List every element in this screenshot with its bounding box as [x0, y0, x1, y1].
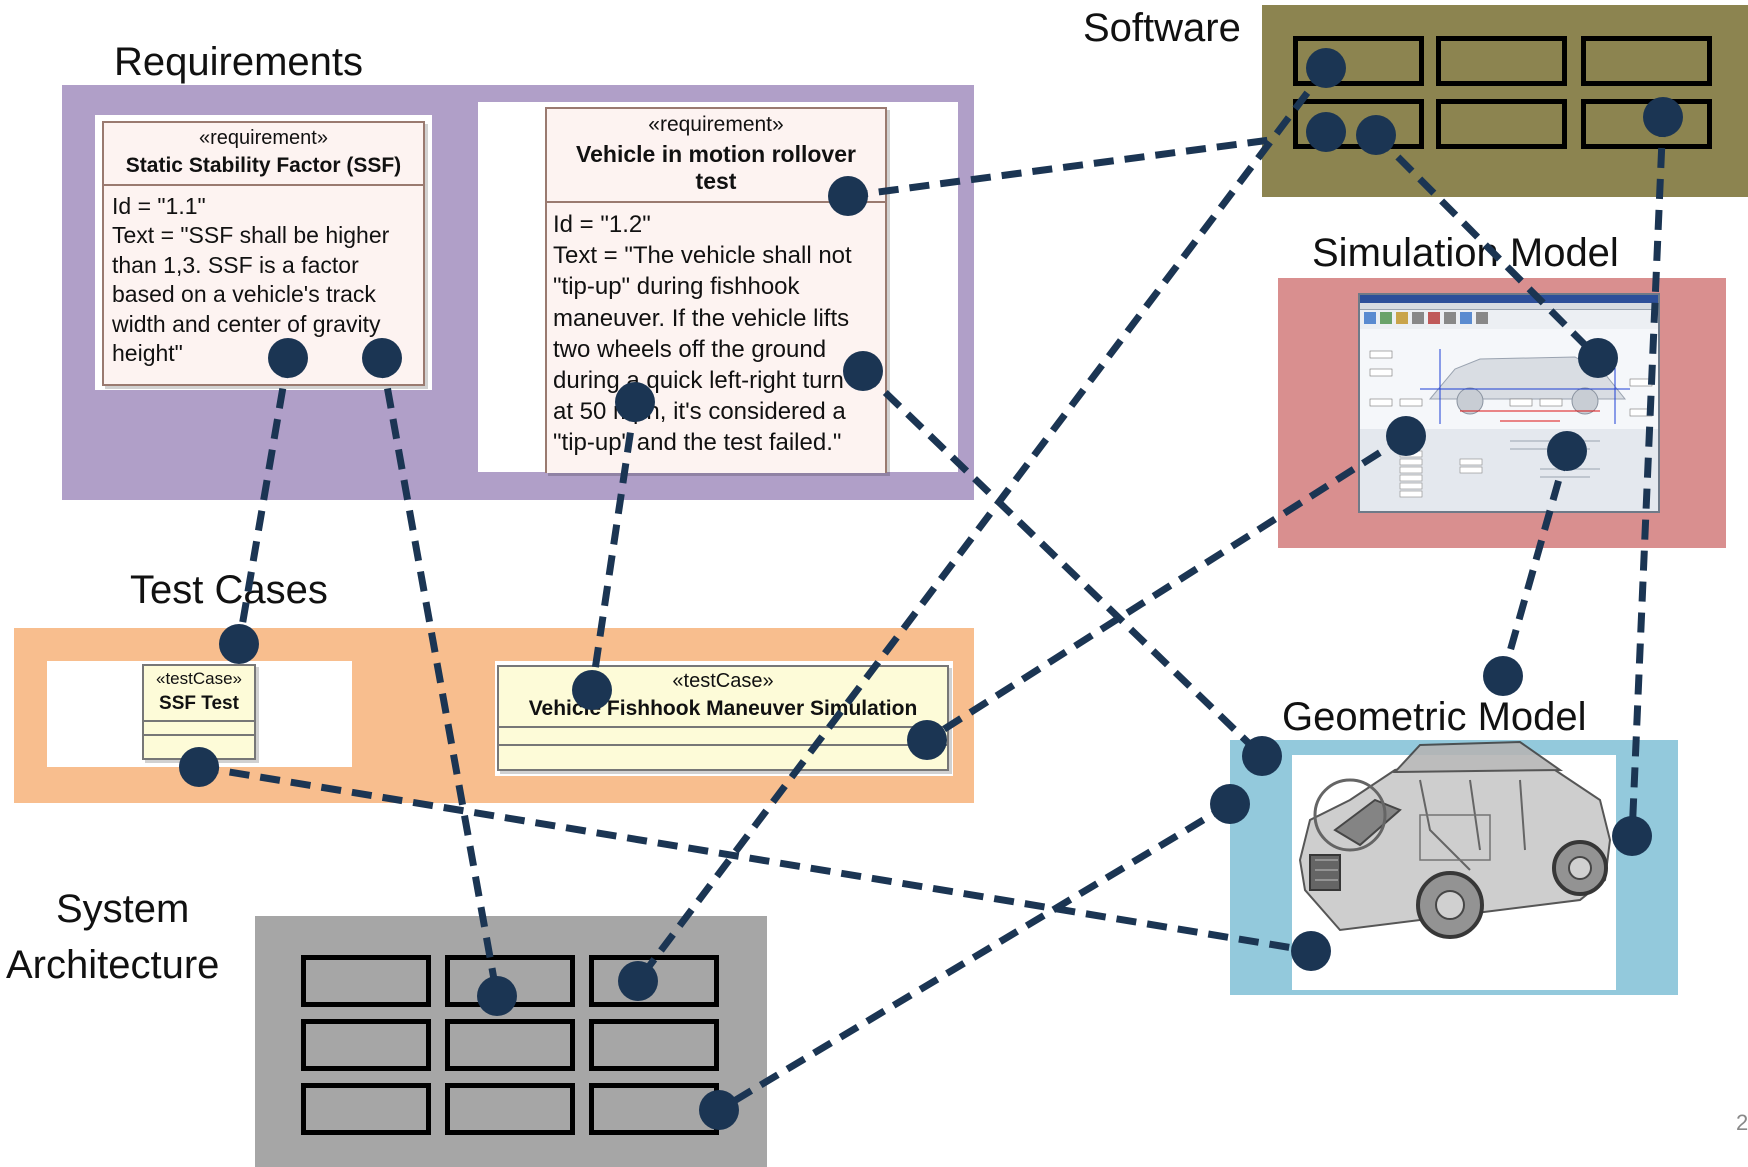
geometric-model-label: Geometric Model	[1282, 695, 1587, 739]
link-rollover-req-to-fishhook-test	[588, 401, 639, 691]
software-label: Software	[1083, 6, 1241, 50]
software-block[interactable]	[1436, 99, 1567, 149]
link-endpoint	[1612, 816, 1652, 856]
link-endpoint	[362, 338, 402, 378]
link-endpoint	[1210, 784, 1250, 824]
architecture-block[interactable]	[445, 1019, 575, 1071]
software-block[interactable]	[1293, 36, 1424, 86]
software-block[interactable]	[1293, 99, 1424, 149]
link-endpoint	[828, 176, 868, 216]
link-endpoint	[1306, 48, 1346, 88]
page-number: 2	[1736, 1110, 1748, 1135]
link-endpoint	[1356, 115, 1396, 155]
test-case-stereotype: «testCase»	[672, 670, 774, 692]
link-rollover-req-to-software	[847, 136, 1271, 200]
requirement-text-line: "tip-up" during fishhook	[553, 273, 800, 301]
test-case-title: SSF Test	[159, 693, 239, 714]
requirement-text-line: based on a vehicle's track	[112, 281, 376, 308]
software-block[interactable]	[1581, 36, 1712, 86]
architecture-block[interactable]	[445, 1083, 575, 1135]
link-endpoint	[843, 351, 883, 391]
link-rollover-req-to-geometric	[860, 368, 1265, 759]
link-endpoint	[1643, 97, 1683, 137]
test-case-title: Vehicle Fishhook Maneuver Simulation	[528, 697, 918, 720]
requirement-id: Id = "1.2"	[553, 211, 651, 238]
architecture-block[interactable]	[589, 955, 719, 1007]
link-ssf-req-to-ssf-test	[235, 357, 292, 645]
requirement-title-line2: test	[695, 168, 737, 194]
link-ssf-test-to-geometric	[198, 763, 1312, 955]
link-endpoint	[1306, 112, 1346, 152]
test-case-card-fishhook[interactable]: «testCase» Vehicle Fishhook Maneuver Sim…	[497, 665, 949, 771]
requirement-text-line: "tip-up" and the test failed."	[553, 429, 842, 457]
requirement-text-line: Text = "The vehicle shall not	[553, 242, 852, 270]
link-geometric-to-architecture	[717, 800, 1232, 1114]
link-endpoint	[1547, 431, 1587, 471]
simulation-model-label: Simulation Model	[1312, 231, 1619, 275]
requirement-title: Static Stability Factor (SSF)	[125, 154, 402, 177]
requirement-text-line: during a quick left-right turn	[553, 366, 844, 394]
link-endpoint	[1386, 416, 1426, 456]
link-endpoint	[1483, 656, 1523, 696]
link-simulation-to-fishhook-test	[925, 433, 1408, 743]
test-case-stereotype: «testCase»	[156, 669, 242, 688]
requirement-text-line: at 50 mph, it's considered a	[553, 398, 846, 426]
requirement-stereotype: «requirement»	[199, 127, 328, 149]
requirement-text-line: height"	[112, 340, 183, 367]
link-software-to-architecture	[635, 65, 1329, 984]
test-cases-label: Test Cases	[130, 568, 328, 612]
link-endpoint	[615, 382, 655, 422]
link-endpoint	[1578, 338, 1618, 378]
link-endpoint	[1242, 736, 1282, 776]
link-ssf-req-to-architecture	[378, 357, 501, 997]
link-endpoint	[1291, 931, 1331, 971]
requirement-text-line: width and center of gravity	[112, 310, 381, 337]
requirement-stereotype: «requirement»	[648, 113, 784, 136]
link-endpoint	[268, 338, 308, 378]
link-endpoint	[219, 624, 259, 664]
link-endpoint	[572, 670, 612, 710]
link-endpoint	[907, 720, 947, 760]
architecture-block[interactable]	[301, 955, 431, 1007]
link-software-to-simulation	[1373, 132, 1601, 361]
architecture-block[interactable]	[301, 1019, 431, 1071]
link-software-to-geometric	[1628, 116, 1667, 837]
requirement-title-line1: Vehicle in motion rollover	[576, 141, 856, 167]
link-endpoint	[618, 961, 658, 1001]
requirement-card-rollover[interactable]: «requirement» Vehicle in motion rollover…	[545, 107, 887, 473]
link-endpoint	[477, 976, 517, 1016]
requirement-text-line: two wheels off the ground	[553, 335, 827, 363]
test-case-card-ssf[interactable]: «testCase» SSF Test	[142, 664, 256, 760]
link-endpoint	[699, 1090, 739, 1130]
requirement-card-ssf[interactable]: «requirement» Static Stability Factor (S…	[102, 121, 425, 386]
architecture-block[interactable]	[589, 1019, 719, 1071]
software-block[interactable]	[1581, 99, 1712, 149]
requirement-text-line: maneuver. If the vehicle lifts	[553, 304, 850, 332]
system-architecture-label-line2: Architecture	[6, 943, 220, 987]
link-simulation-to-geometric	[1499, 450, 1571, 677]
link-endpoint	[179, 747, 219, 787]
requirement-text-line: than 1,3. SSF is a factor	[112, 251, 359, 278]
architecture-block[interactable]	[301, 1083, 431, 1135]
requirement-text-line: Text = "SSF shall be higher	[112, 222, 390, 249]
software-block[interactable]	[1436, 36, 1567, 86]
system-architecture-label-line1: System	[56, 887, 190, 931]
requirement-id: Id = "1.1"	[112, 193, 206, 219]
requirements-label: Requirements	[114, 40, 364, 84]
